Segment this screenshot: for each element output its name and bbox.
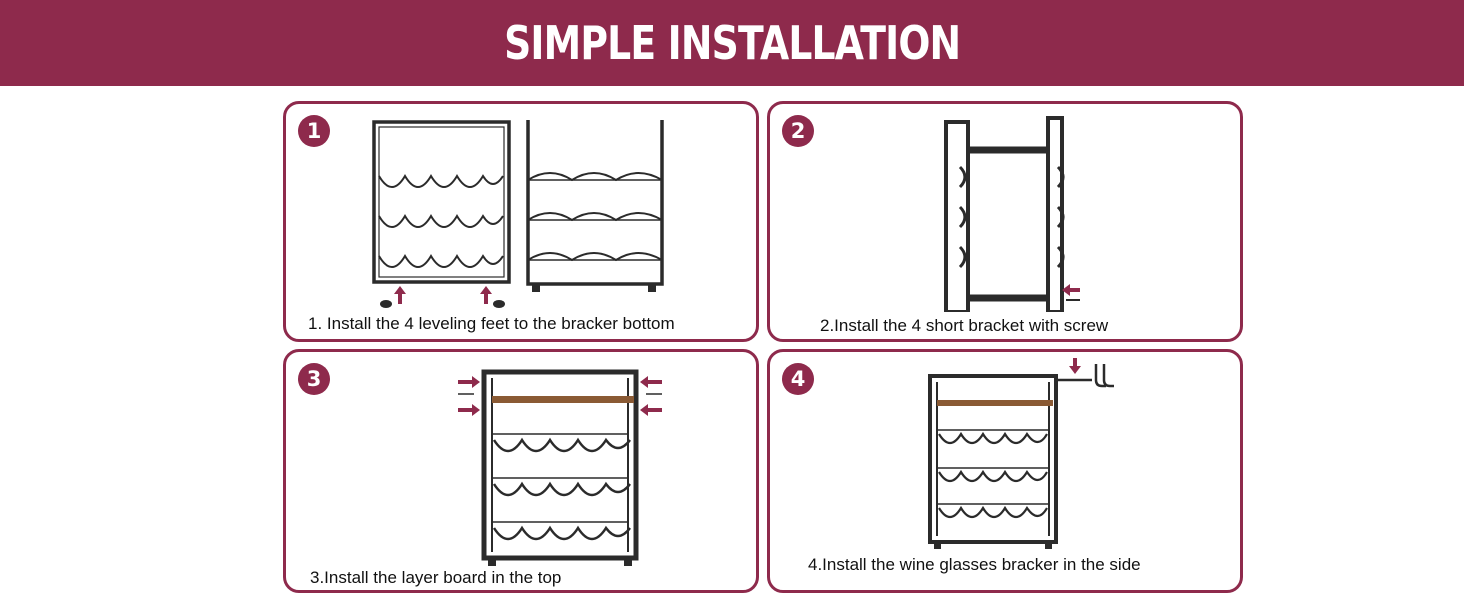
step-2-illustration [944,116,1080,312]
step-3-caption: 3.Install the layer board in the top [310,568,562,587]
step-3-panel: 3 3.Install the layer board [283,349,759,593]
step-2-number-badge: 2 [782,115,814,147]
step-4-panel: 4 4.Install the wine glasses bracker in … [767,349,1243,593]
step-4-number-badge: 4 [782,363,814,395]
step-4-illustration [928,358,1114,549]
step-1-illustration [372,120,664,308]
step-3-illustration [458,369,662,566]
step-2-caption: 2.Install the 4 short bracket with screw [820,316,1109,335]
step-1-caption: 1. Install the 4 leveling feet to the br… [308,314,675,333]
step-1-number-badge: 1 [298,115,330,147]
step-1-panel: 1 1. Install the 4 lev [283,101,759,342]
header-banner: SIMPLE INSTALLATION [0,0,1464,86]
step-2-panel: 2 2.Install the 4 short bracket with scr… [767,101,1243,342]
step-3-number-badge: 3 [298,363,330,395]
step-4-caption: 4.Install the wine glasses bracker in th… [808,555,1141,574]
page-title: SIMPLE INSTALLATION [503,16,961,70]
